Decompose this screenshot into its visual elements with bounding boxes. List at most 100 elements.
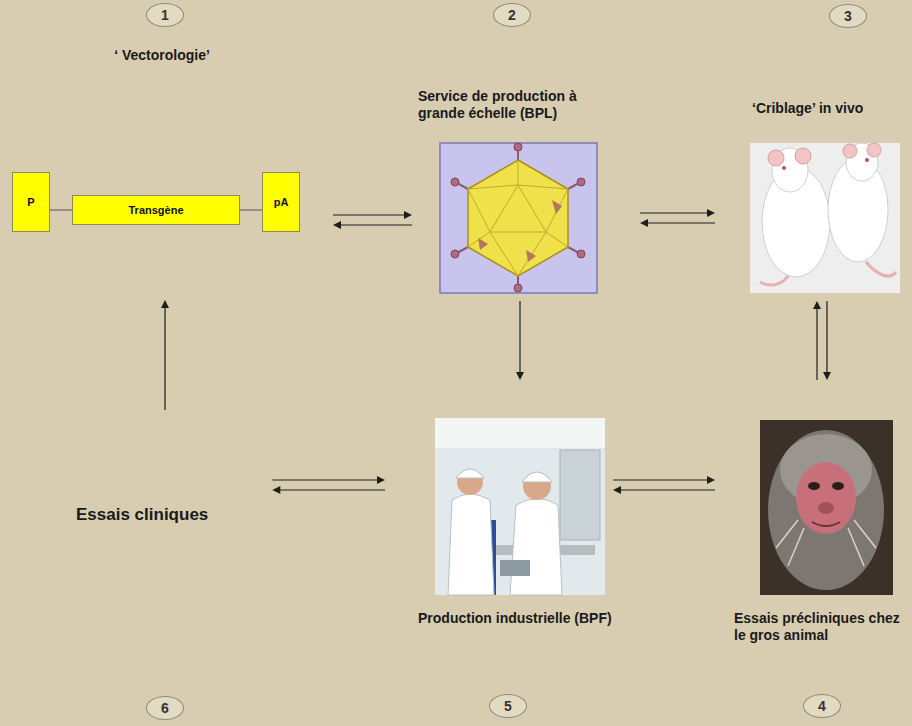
facet-line (546, 189, 568, 232)
mouse-ear (867, 143, 881, 157)
node-label: 4 (818, 698, 826, 714)
picture-frame (760, 420, 893, 595)
arrow-head (516, 372, 524, 380)
monkey-nose (818, 502, 834, 514)
valve (500, 560, 530, 576)
mouse-eye (865, 158, 869, 162)
callout-number: 1 (146, 3, 184, 27)
capsid (468, 160, 568, 276)
connector (516, 301, 524, 380)
connector (333, 211, 412, 229)
callout-number: 3 (829, 4, 867, 28)
facet-line (518, 232, 546, 276)
node-label: pA (274, 196, 289, 208)
callout-number: 6 (146, 696, 184, 720)
patch (526, 250, 536, 262)
knob (514, 143, 522, 151)
spike-knobs (451, 143, 585, 292)
knob (451, 178, 459, 186)
node-label: P (27, 196, 34, 208)
arrow-head (613, 486, 621, 494)
arrow-head (161, 300, 169, 308)
industrial-stage: Production industrielle (BPF) (435, 418, 605, 595)
monkey-eye (832, 482, 844, 490)
whisker (854, 520, 876, 548)
callout-number: 4 (803, 694, 841, 718)
connector (240, 210, 262, 211)
virus-spikes (457, 149, 579, 287)
polya-box: pA (262, 172, 300, 232)
facet-line (468, 185, 518, 189)
facet-line (546, 232, 568, 247)
worker-head (523, 472, 551, 500)
picture-frame (435, 418, 605, 595)
knob (514, 284, 522, 292)
preclinical-stage: Essais précliniques chez le gros animal (760, 420, 893, 595)
node-label: Transgène (128, 204, 183, 216)
worker-coat (448, 494, 494, 595)
mouse-eye (782, 166, 786, 170)
facet-line (490, 232, 518, 276)
mouse-ear (843, 144, 857, 158)
ceiling (435, 418, 605, 448)
connector (50, 210, 72, 211)
arrow-line (339, 224, 412, 225)
transgene-box: Transgène (72, 195, 240, 225)
equipment (560, 450, 600, 540)
node-label: Essais cliniques (72, 503, 212, 527)
connector (613, 476, 715, 494)
arrow-head (640, 219, 648, 227)
facet-line (518, 160, 519, 185)
stage-title: Essais précliniques chez le gros animal (734, 610, 908, 644)
patch (552, 200, 562, 214)
connector (813, 301, 831, 380)
promoter-box: P (12, 172, 50, 232)
patch (478, 238, 488, 250)
arrow-line (50, 210, 72, 211)
worker-cap (522, 472, 552, 482)
arrow-line (619, 489, 715, 490)
stage-title: ‘Criblage’ in vivo (752, 100, 908, 117)
arrow-line (164, 306, 165, 410)
facet-line (468, 189, 490, 232)
monkey-mouth (812, 522, 840, 526)
arrow-line (519, 301, 520, 374)
connector (272, 476, 385, 494)
arrow-head (823, 372, 831, 380)
production-stage: Service de production à grande échelle (… (440, 143, 597, 293)
connector (161, 300, 169, 410)
factory-picture (435, 418, 605, 595)
node-label: 1 (161, 7, 169, 23)
arrow-line (826, 301, 827, 374)
screening-stage: ‘Criblage’ in vivo (750, 143, 900, 293)
monkey-picture (760, 420, 893, 595)
mouse-ear (795, 148, 811, 164)
arrow-line (240, 210, 262, 211)
knob (577, 250, 585, 258)
vector-construct: ‘ Vectorologie’PTransgènepA (10, 170, 302, 234)
picture-frame (440, 143, 597, 293)
whisker (848, 528, 864, 566)
capsid-patches (478, 200, 562, 262)
stage-title: Service de production à grande échelle (… (418, 88, 618, 122)
node-label: 5 (504, 698, 512, 714)
monkey-face (796, 462, 856, 534)
arrow-head (707, 476, 715, 484)
arrow-head (333, 221, 341, 229)
node-label: 2 (508, 7, 516, 23)
arrow-head (377, 476, 385, 484)
knob (577, 178, 585, 186)
arrow-line (613, 479, 709, 480)
facet-line (518, 185, 568, 189)
arrow-line (816, 307, 817, 380)
connector (640, 209, 715, 227)
arrow-head (272, 486, 280, 494)
worker-coat (510, 499, 562, 596)
stage-title: Production industrielle (BPF) (418, 610, 628, 627)
arrow-line (646, 222, 715, 223)
mouse-tail (866, 262, 896, 276)
monkey-eye (808, 482, 820, 490)
worker-head (457, 469, 483, 495)
node-label: 3 (844, 8, 852, 24)
